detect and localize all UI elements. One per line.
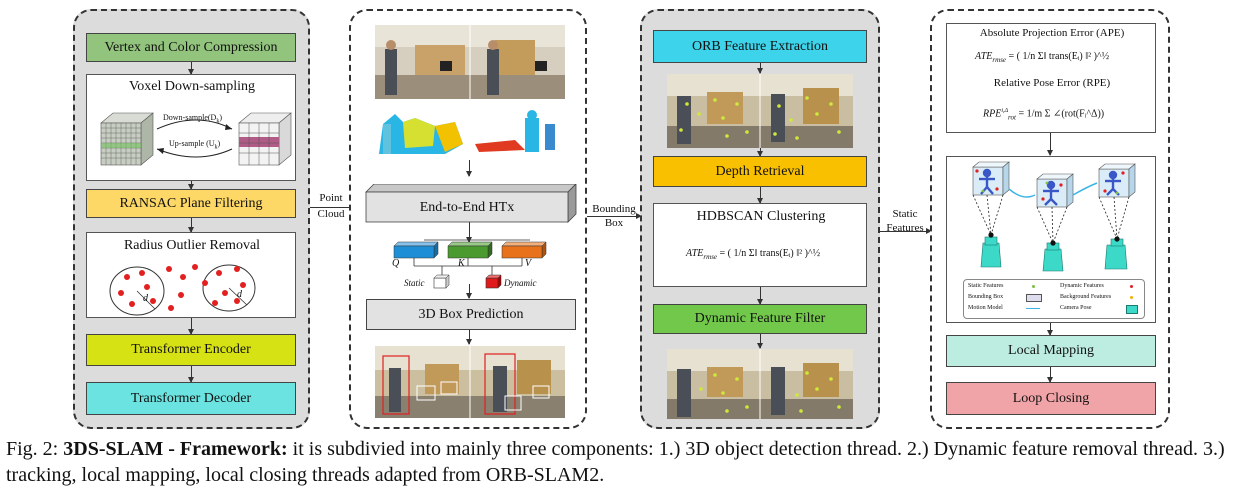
arrow-16 [1047,323,1053,336]
3d-box-result-image [375,346,565,418]
q-token [393,241,439,259]
legend-background-dot [1130,296,1133,299]
legend-camera-icon [1126,305,1138,314]
legend-bbox-swatch [1026,294,1042,302]
radius-outlier-title: Radius Outlier Removal [123,238,261,253]
coarse-voxel-cube [238,112,292,166]
decoder-label: Transformer Decoder [130,390,252,406]
orb-label: ORB Feature Extraction [691,38,829,54]
tracking-legend: Static Features Bounding Box Motion Mode… [963,279,1145,319]
hdbscan-block: HDBSCAN Clustering ATErmse = ( 1/n Σ‖ tr… [653,203,867,287]
ape-formula: ATErmse = ( 1/n Σ‖ trans(Eᵢ) ‖² )^½ [975,51,1110,64]
caption-fig-number: Fig. 2: [6,438,64,460]
encoder-label: Transformer Encoder [131,342,251,357]
arrow-15 [1047,133,1053,156]
voxel-grid-illustration [100,112,292,166]
ransac-plane-filtering-block: RANSAC Plane Filtering [86,189,296,218]
radius-d-label-2: d [237,289,242,300]
outlier-points-illustration [109,264,256,316]
arrow-12 [757,187,763,204]
up-sample-label: Up-sample (Uk) [169,139,221,151]
box-prediction-label: 3D Box Prediction [418,306,524,322]
dynamic-feature-filter-block: Dynamic Feature Filter [653,304,867,334]
depth-label: Depth Retrieval [715,163,805,179]
arrow-8 [466,284,472,299]
caption-title: 3DS-SLAM - Framework: [63,438,288,460]
legend-motion-line [1026,308,1040,309]
caption-text: it is subdivied into mainly three compon… [6,438,1225,486]
dense-voxel-cube [100,112,154,166]
dynamic-token [485,274,502,289]
local-mapping-block: Local Mapping [946,335,1156,367]
tracking-illustration-block: Static Features Bounding Box Motion Mode… [946,156,1156,323]
radius-d-label-1: d [143,293,148,304]
arrow-4 [188,318,194,335]
legend-background-features: Background Features [1060,294,1112,300]
arrow-14 [757,334,763,349]
camera-tracking-illustration [972,161,1136,272]
filtered-features-image [667,349,853,419]
transformer-decoder-block: Transformer Decoder [86,382,296,415]
arrow-13 [757,287,763,305]
arrow-11 [757,148,763,157]
legend-static-features: Static Features [968,283,1004,289]
arrow-2 [188,181,194,190]
static-token [433,274,450,289]
rgb-input-image [375,25,565,99]
radius-outlier-removal-block: Radius Outlier Removal d d [86,232,296,318]
loop-closing-label: Loop Closing [1012,390,1090,406]
vertex-color-compression-block: Vertex and Color Compression [86,33,296,62]
static-features-arrow [880,228,932,234]
bounding-box-arrow [587,213,642,219]
depth-retrieval-block: Depth Retrieval [653,156,867,187]
legend-camera-pose: Camera Pose [1060,305,1092,311]
orb-feature-extraction-block: ORB Feature Extraction [653,30,867,63]
ape-title: Absolute Projection Error (APE) [979,27,1125,39]
arrow-10 [757,63,763,74]
htx-label: End-to-End HTx [419,200,515,215]
legend-motion-model: Motion Model [968,305,1003,311]
rpe-formula: RPEi,Δrot = 1/m Σ ∠(rot(Fᵢ^Δ)) [983,108,1105,122]
qkv-tokens [393,239,547,289]
static-label: Static [404,278,425,288]
figure-caption: Fig. 2: 3DS-SLAM - Framework: it is subd… [6,436,1238,488]
depth-point-cloud-image [375,104,565,160]
arrow-6 [466,160,472,177]
legend-bounding-box: Bounding Box [968,294,1004,300]
arrow-17 [1047,367,1053,383]
v-token [501,241,547,259]
local-mapping-label: Local Mapping [1008,343,1094,358]
dynamic-label: Dynamic [504,278,537,288]
dynfilter-label: Dynamic Feature Filter [694,311,826,326]
transformer-encoder-block: Transformer Encoder [86,334,296,366]
v-label: V [525,258,532,269]
hdbscan-ate-formula: ATErmse = ( 1/n Σ‖ trans(Eᵢ) ‖² )^½ [686,248,821,261]
loop-closing-block: Loop Closing [946,382,1156,415]
vertex-color-compression-label: Vertex and Color Compression [104,39,278,55]
k-token [447,241,493,259]
hdbscan-title: HDBSCAN Clustering [696,209,826,224]
htx-block-shape [365,184,577,223]
evaluation-metrics-block: Absolute Projection Error (APE) ATErmse … [946,23,1156,133]
down-sample-label: Down-sample(Dk) [163,113,222,125]
legend-dynamic-dot [1130,285,1133,288]
box-prediction-block: 3D Box Prediction [366,299,576,330]
arrow-9 [466,330,472,345]
arrow-3 [188,218,194,233]
legend-static-dot [1032,285,1035,288]
legend-dynamic-features: Dynamic Features [1060,283,1104,289]
rpe-title: Relative Pose Error (RPE) [993,77,1111,89]
arrow-5 [188,366,194,383]
q-label: Q [392,258,400,269]
voxel-downsampling-block: Voxel Down-sampling [86,74,296,181]
k-label: K [458,258,465,269]
orb-features-image [667,74,853,148]
arrow-1 [188,62,194,75]
voxel-downsampling-title: Voxel Down-sampling [128,79,256,94]
ransac-label: RANSAC Plane Filtering [119,195,263,211]
